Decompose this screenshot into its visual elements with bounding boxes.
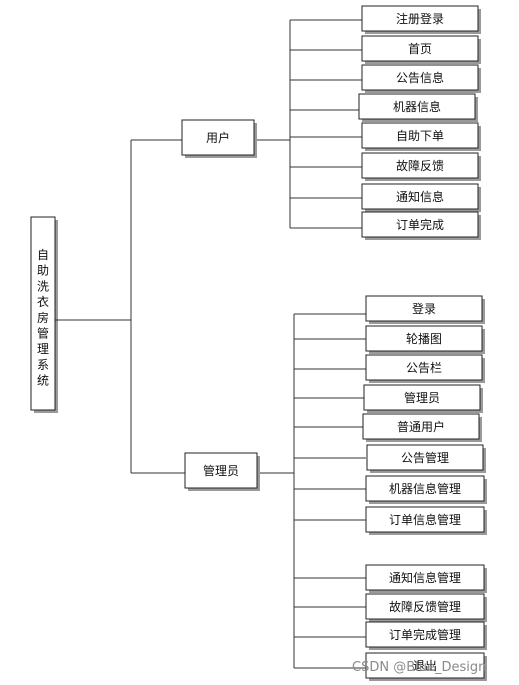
csdn-watermark: CSDN @Blue_Design [352, 660, 486, 675]
user-child-node: 机器信息 [358, 93, 478, 122]
user-child-node: 注册登录 [361, 5, 481, 34]
admin-child-node: 轮播图 [365, 325, 485, 354]
user-child-node: 通知信息 [361, 183, 481, 212]
user-child-node: 公告信息 [361, 64, 481, 93]
admin-child-node: 公告管理 [366, 444, 486, 473]
admin-child-node: 通知信息管理 [365, 564, 487, 593]
admin-child-label: 轮播图 [406, 332, 442, 346]
admin-child-label: 退出 [413, 659, 437, 673]
user-children: 注册登录 首页 公告信息 机器信息 自助下单 故障反馈 通知信息 订单完成 [358, 5, 481, 240]
admin-child-node: 故障反馈管理 [365, 593, 487, 622]
user-child-label: 注册登录 [396, 11, 444, 26]
admin-child-node: 登录 [365, 295, 485, 324]
user-child-label: 故障反馈 [396, 158, 444, 173]
admin-child-label: 机器信息管理 [389, 481, 461, 496]
admin-child-label: 通知信息管理 [389, 570, 461, 585]
admin-child-label: 订单信息管理 [389, 512, 461, 527]
admin-child-label: 故障反馈管理 [389, 599, 461, 614]
admin-child-label: 订单完成管理 [389, 627, 461, 642]
user-child-label: 公告信息 [396, 70, 444, 85]
admin-child-node: 订单信息管理 [365, 506, 487, 535]
user-child-node: 首页 [361, 35, 481, 64]
root-node: 自助洗衣房管理系统 [30, 216, 58, 413]
admin-children: 登录 轮播图 公告栏 管理员 普通用户 公告管理 机器信息管理 订单信息管理 通… [362, 295, 487, 681]
admin-child-node: 退出 [365, 652, 487, 681]
admin-child-label: 管理员 [404, 390, 440, 405]
user-child-node: 自助下单 [361, 122, 481, 151]
user-child-node: 故障反馈 [361, 152, 481, 181]
connector-lines [55, 19, 366, 669]
branch-node-admin: 管理员 [184, 452, 260, 491]
user-child-label: 机器信息 [393, 99, 441, 114]
admin-child-label: 登录 [412, 301, 436, 316]
root-label: 自助洗衣房管理系统 [37, 248, 49, 388]
branch-node-user: 用户 [181, 119, 257, 158]
user-child-label: 通知信息 [396, 189, 444, 204]
user-child-label: 自助下单 [396, 129, 444, 143]
admin-child-node: 机器信息管理 [365, 475, 487, 504]
admin-child-node: 订单完成管理 [365, 621, 487, 650]
admin-child-label: 公告管理 [401, 450, 449, 465]
branch-label-user: 用户 [206, 130, 230, 145]
user-child-node: 订单完成 [361, 211, 481, 240]
admin-child-label: 普通用户 [397, 419, 445, 434]
admin-child-node: 管理员 [363, 384, 483, 413]
admin-child-label: 公告栏 [406, 360, 442, 375]
user-child-label: 首页 [408, 42, 432, 56]
admin-child-node: 公告栏 [365, 354, 485, 383]
branch-label-admin: 管理员 [203, 463, 239, 478]
user-child-label: 订单完成 [396, 217, 444, 232]
admin-child-node: 普通用户 [362, 413, 482, 442]
